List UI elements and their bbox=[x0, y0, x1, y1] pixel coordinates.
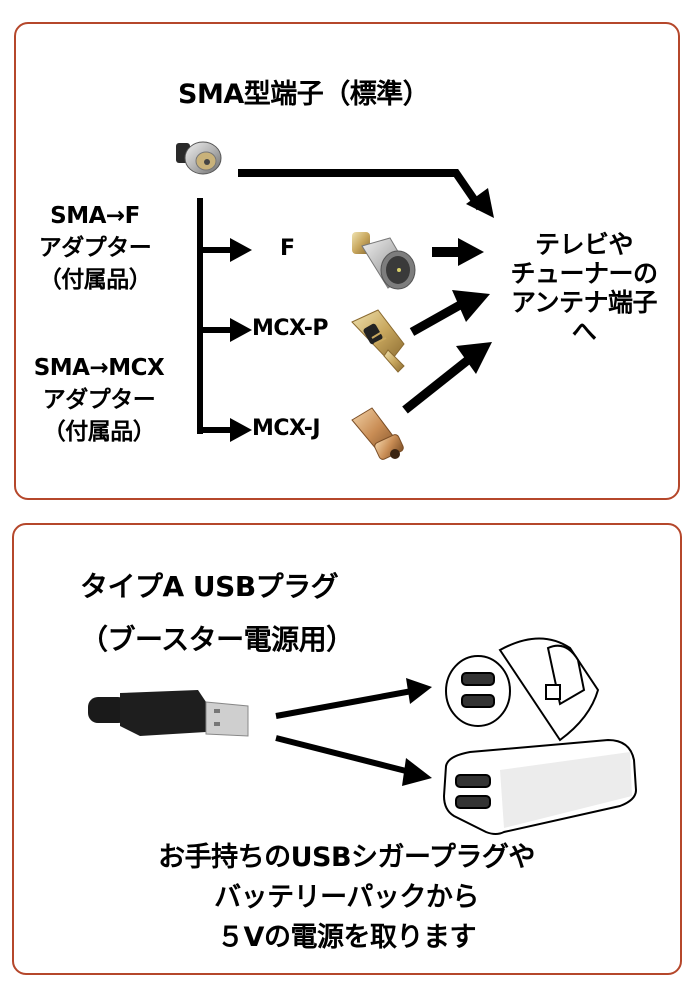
sma-mcx-adapter-label: SMA→MCX アダプター （付属品） bbox=[14, 352, 184, 448]
dest-line: チューナーの bbox=[510, 259, 658, 288]
usb-caption: お手持ちのUSBシガープラグや バッテリーパックから ５Vの電源を取ります bbox=[0, 838, 693, 958]
mcx-p-connector-icon bbox=[351, 309, 405, 373]
sma-connector-icon bbox=[176, 141, 222, 175]
usb-car-charger-icon bbox=[445, 637, 600, 742]
mcx-j-connector-icon bbox=[351, 407, 404, 460]
label-line: SMA→MCX bbox=[33, 355, 165, 381]
dest-line: テレビや bbox=[534, 230, 634, 259]
arrow-sma-to-destination bbox=[238, 169, 494, 218]
caption-line: ５Vの電源を取ります bbox=[217, 922, 476, 953]
label-line: （付属品） bbox=[38, 267, 152, 293]
usb-title-line1: タイプA USBプラグ bbox=[80, 570, 339, 603]
branch-label-mcx-j: MCX-J bbox=[252, 416, 321, 441]
battery-pack-icon bbox=[442, 738, 638, 835]
arrow-mcx-p-to-destination bbox=[409, 290, 490, 336]
arrow-usb-to-car-charger bbox=[275, 678, 432, 719]
label-line: （付属品） bbox=[42, 419, 156, 445]
branch-label-f: F bbox=[280, 236, 295, 261]
usb-plug-icon bbox=[88, 690, 249, 737]
arrow-mcx-j-to-destination bbox=[402, 342, 492, 414]
destination-label: テレビや チューナーの アンテナ端子 へ bbox=[478, 230, 690, 346]
caption-line: バッテリーパックから bbox=[214, 882, 479, 913]
label-line: アダプター bbox=[38, 235, 152, 261]
f-connector-icon bbox=[352, 232, 416, 290]
label-line: アダプター bbox=[42, 387, 156, 413]
label-line: SMA→F bbox=[50, 203, 140, 229]
sma-f-adapter-label: SMA→F アダプター （付属品） bbox=[20, 200, 170, 296]
dest-line: へ bbox=[571, 317, 597, 346]
usb-title-line2: （ブースター電源用） bbox=[80, 623, 354, 656]
arrow-f-to-destination bbox=[432, 238, 484, 266]
adapter-bracket bbox=[197, 198, 252, 442]
sma-title: SMA型端子（標準） bbox=[178, 79, 430, 110]
branch-label-mcx-p: MCX-P bbox=[252, 316, 328, 341]
caption-line: お手持ちのUSBシガープラグや bbox=[158, 842, 535, 873]
arrow-usb-to-battery-pack bbox=[275, 735, 432, 786]
dest-line: アンテナ端子 bbox=[510, 288, 658, 317]
adapter-panel bbox=[14, 22, 680, 500]
